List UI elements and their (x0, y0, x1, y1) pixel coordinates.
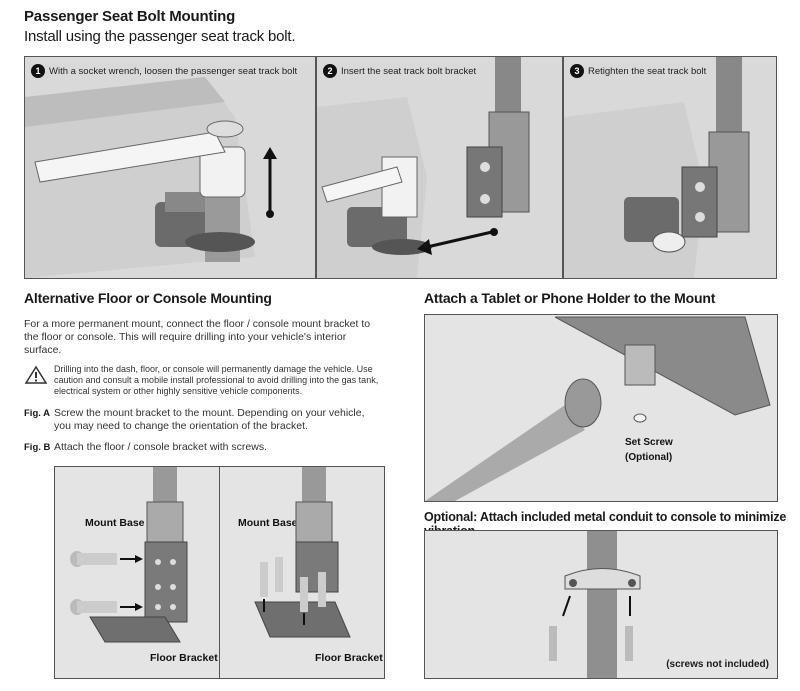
tablet-holder-illustration (425, 316, 771, 501)
step-3-label: 3 Retighten the seat track bolt (570, 64, 706, 78)
step-3-text: Retighten the seat track bolt (588, 65, 707, 77)
step-1-number: 1 (31, 64, 45, 78)
warning-icon (24, 365, 48, 384)
screws-not-included-note: (screws not included) (666, 659, 769, 670)
fig-b-floor-bracket-label: Floor Bracket (315, 652, 383, 664)
conduit-panel: (screws not included) (424, 530, 778, 679)
fig-a-text: Screw the mount bracket to the mount. De… (54, 407, 365, 432)
alt-mounting-warning: Drilling into the dash, floor, or consol… (54, 364, 379, 396)
set-screw-optional-label: (Optional) (625, 452, 673, 463)
conduit-clamp-illustration (549, 531, 641, 678)
step-3-number: 3 (570, 64, 584, 78)
fig-a-label: Fig. A (24, 408, 51, 419)
step-2-number: 2 (323, 64, 337, 78)
tablet-section-title: Attach a Tablet or Phone Holder to the M… (424, 290, 716, 306)
set-screw-label: Set Screw (625, 437, 673, 448)
mount-bracket-screws-illustration (70, 467, 188, 643)
alt-mounting-intro: For a more permanent mount, connect the … (24, 318, 371, 356)
retighten-illustration (564, 57, 750, 278)
step-1-text: With a socket wrench, loosen the passeng… (49, 65, 298, 77)
fig-b-mount-base-label: Mount Base (238, 517, 298, 529)
fig-a-mount-base-label: Mount Base (85, 517, 145, 529)
step-1-panel: 1 With a socket wrench, loosen the passe… (24, 56, 316, 279)
step-2-panel: 2 Insert the seat track bolt bracket (316, 56, 563, 279)
step-2-label: 2 Insert the seat track bolt bracket (323, 64, 476, 78)
fig-b-label: Fig. B (24, 442, 51, 453)
bracket-insert-illustration (317, 57, 530, 278)
fig-b-panel: Mount Base Floor Bracket (219, 466, 385, 679)
wrench-illustration (25, 77, 277, 278)
floor-bracket-screws-illustration (254, 467, 351, 638)
step-3-panel: 3 Retighten the seat track bolt (563, 56, 777, 279)
tablet-panel: Set Screw (Optional) (424, 314, 778, 502)
alt-mounting-title: Alternative Floor or Console Mounting (24, 290, 272, 306)
fig-b-text: Attach the floor / console bracket with … (54, 441, 268, 453)
fig-a-floor-bracket-label: Floor Bracket (150, 652, 218, 664)
step-1-label: 1 With a socket wrench, loosen the passe… (31, 64, 297, 78)
page-title: Passenger Seat Bolt Mounting (24, 8, 236, 25)
page-subtitle: Install using the passenger seat track b… (24, 28, 296, 45)
fig-a-panel: Mount Base Floor Bracket (54, 466, 220, 679)
step-2-text: Insert the seat track bolt bracket (341, 65, 477, 77)
